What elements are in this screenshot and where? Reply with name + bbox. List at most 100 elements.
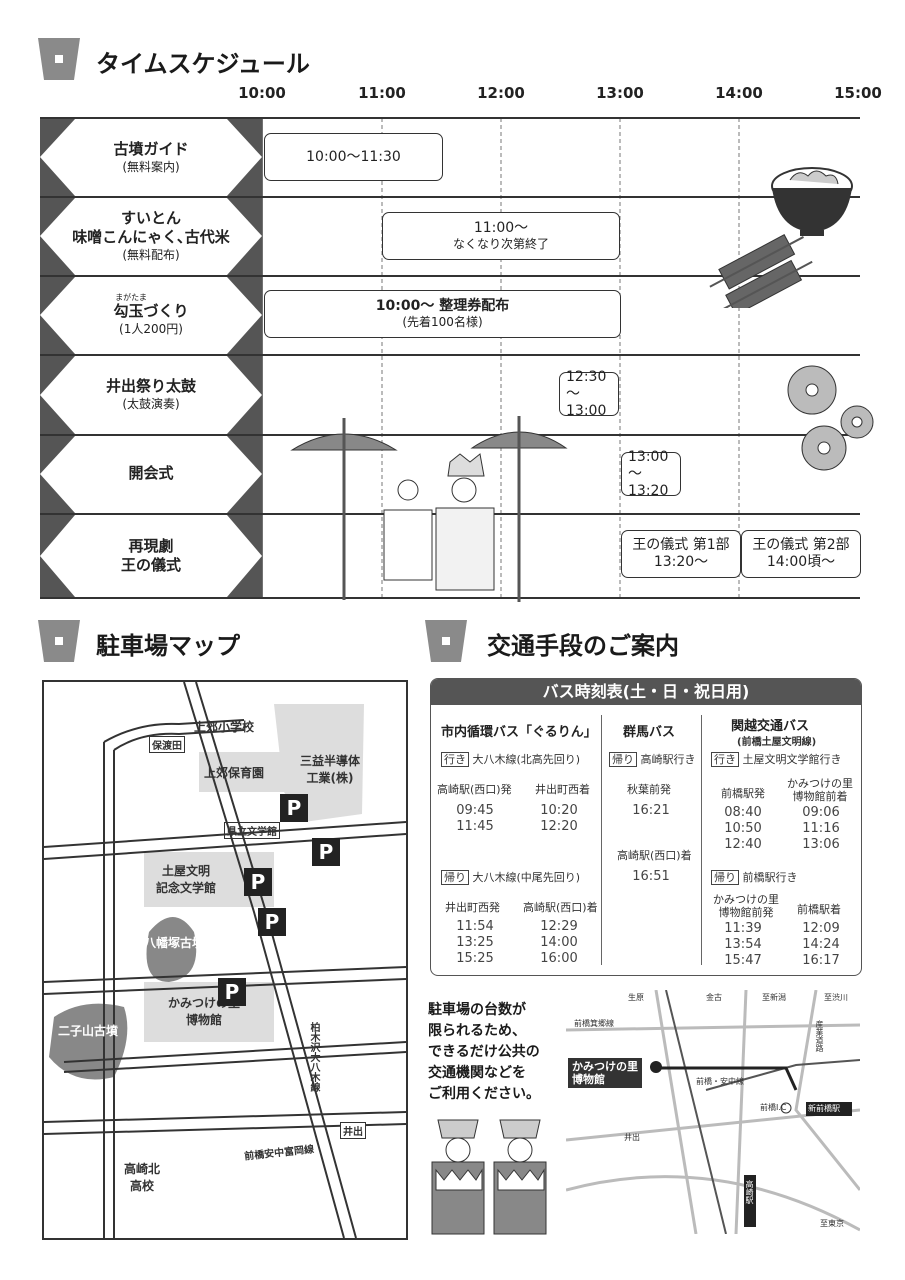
stop-header: 前橋駅発 [721, 787, 765, 800]
parking-spot-2: P [312, 838, 340, 866]
time-bar-suiton: 11:00〜 なくなり次第終了 [382, 212, 620, 260]
minimap-label: 至東京 [820, 1219, 844, 1228]
transport-title: 交通手段のご案内 [487, 632, 679, 660]
bus-name-gunma: 群馬バス [623, 725, 676, 740]
bus-subname: (前橋土屋文明線) [737, 737, 817, 748]
flower-illustration [787, 365, 874, 471]
haniwa-figures-illustration [431, 1119, 547, 1235]
times-list: 09:06 11:16 13:06 [802, 805, 840, 852]
map-label-hachiman: 八幡塚古墳 [144, 936, 205, 950]
time-bar-kofun-guide: 10:00〜11:30 [264, 133, 443, 181]
time-bar-opening: 13:00 〜13:20 [621, 449, 681, 499]
minimap-label: 産業道路 [815, 1020, 824, 1052]
hour-label: 12:00 [477, 84, 525, 102]
time-bar-taiko: 12:30 〜13:00 [559, 369, 619, 419]
times-list: 09:45 11:45 [456, 803, 494, 834]
stop-header: 前橋駅着 [797, 903, 841, 916]
map-label-highschool: 高崎北 高校 [124, 1162, 161, 1193]
hour-label: 11:00 [358, 84, 406, 102]
minimap-museum-label: かみつけの里 博物館 [568, 1058, 642, 1088]
row-label-suiton: すいとん 味噌こんにゃく､古代米 (無料配布) [72, 209, 230, 262]
times-list: 10:20 12:20 [540, 803, 578, 834]
times-list: 12:29 14:00 16:00 [540, 919, 578, 966]
schedule-title: タイムスケジュール [96, 50, 310, 78]
bus-name-kanetsu: 関越交通バス [731, 719, 810, 734]
hour-label: 13:00 [596, 84, 644, 102]
column-divider [601, 715, 602, 965]
minimap-label: 生原 [628, 993, 644, 1002]
map-label-ide: 井出 [340, 1122, 366, 1139]
time-bar-ritual-part2: 王の儀式 第2部 14:00頃〜 [741, 530, 861, 578]
konnyaku-skewer-illustration [709, 234, 813, 308]
stop-header: 秋葉前発 [627, 783, 671, 796]
parking-map-roads [44, 682, 406, 1238]
hour-label: 15:00 [834, 84, 882, 102]
minimap-label: 至渋川 [824, 993, 848, 1002]
direction-2: 帰り 大八木線(中尾先回り) [441, 869, 580, 885]
parking-header: 駐車場マップ [38, 620, 378, 670]
stop-header: かみつけの里 博物館前着 [787, 777, 853, 803]
schedule-header: タイムスケジュール [38, 38, 438, 88]
row-label-kofun-guide: 古墳ガイド (無料案内) [113, 140, 189, 174]
suiton-bowl-illustration [771, 167, 853, 236]
stop-header: 井出町西発 [445, 901, 500, 914]
column-divider [701, 715, 702, 965]
section-marker-icon [38, 38, 80, 80]
time-bar-magatama: 10:00〜 整理券配布 (先着100名様) [264, 290, 621, 338]
area-minimap: かみつけの里 博物館 生原 金古 至新潟 至渋川 前橋箕郷線 産業道路 前橋・安… [566, 990, 860, 1234]
stop-header: 井出町西着 [535, 783, 590, 796]
hour-label: 10:00 [238, 84, 286, 102]
map-label-nursery: 上郊保育園 [204, 766, 265, 780]
row-label-magatama: まがたま 勾玉づくり (1人200円) [113, 293, 189, 336]
direction: 帰り 高崎駅行き [609, 751, 696, 767]
row-label-reenactment: 再現劇 王の儀式 [120, 536, 181, 574]
times-list: 11:39 13:54 15:47 [724, 921, 762, 968]
direction-1: 行き 大八木線(北高先回り) [441, 751, 580, 767]
bus-name-gururin: 市内循環バス「ぐるりん」 [441, 725, 597, 740]
parking-title: 駐車場マップ [96, 632, 240, 660]
parking-spot-3: P [244, 868, 272, 896]
stop-header: かみつけの里 博物館前発 [713, 893, 779, 919]
minimap-label: 金古 [706, 993, 722, 1002]
map-label-school: 上郊小学校 [194, 720, 255, 734]
hour-label: 14:00 [715, 84, 763, 102]
map-label-hotoda: 保渡田 [149, 736, 185, 753]
times-list: 08:40 10:50 12:40 [724, 805, 762, 852]
parking-spot-5: P [218, 978, 246, 1006]
map-label-lit-junction: 県立文学館 [224, 822, 280, 839]
minimap-label: 至新潟 [762, 993, 786, 1002]
haniwa-umbrella-illustration [290, 416, 568, 602]
parking-map: 上郊小学校 保渡田 上郊保育園 三益半導体 工業(株) 県立文学館 土屋文明 記… [42, 680, 408, 1240]
map-label-futago: 二子山古墳 [58, 1024, 119, 1038]
parking-spot-4: P [258, 908, 286, 936]
public-transport-note: 駐車場の台数が 限られるため、 できるだけ公共の 交通機関などを ご利用ください… [428, 1002, 540, 1102]
stop-header: 高崎駅(西口)発 [437, 783, 512, 796]
direction-2: 帰り 前橋駅行き [711, 869, 798, 885]
section-marker-icon [38, 620, 80, 662]
direction-1: 行き 土屋文明文学館行き [711, 751, 842, 767]
bus-timetable-title: バス時刻表(土・日・祝日用) [431, 679, 861, 705]
minimap-label: 前橋・安中線 [696, 1077, 744, 1086]
minimap-label: 井出 [624, 1133, 640, 1142]
minimap-label: 前橋箕郷線 [574, 1019, 614, 1028]
map-label-factory: 三益半導体 工業(株) [300, 754, 361, 785]
time-bar-ritual-part1: 王の儀式 第1部 13:20〜 [621, 530, 741, 578]
stop-header: 高崎駅(西口)着 [523, 901, 598, 914]
row-label-opening: 開会式 [128, 464, 174, 482]
section-marker-icon [425, 620, 467, 662]
bus-timetable: バス時刻表(土・日・祝日用) 市内循環バス「ぐるりん」 行き 大八木線(北高先回… [430, 678, 862, 976]
row-label-taiko: 井出祭り太鼓 (太鼓演奏) [105, 377, 196, 411]
map-label-route: 柏木沢大八木線 [308, 1022, 319, 1092]
minimap-label: 前橋I.C [760, 1103, 787, 1112]
stop-header: 高崎駅(西口)着 [617, 849, 692, 862]
transport-header: 交通手段のご案内 [425, 620, 765, 670]
minimap-label: 高崎駅 [745, 1180, 754, 1204]
times-list: 16:51 [632, 869, 670, 884]
times-list: 12:09 14:24 16:17 [802, 921, 840, 968]
times-list: 11:54 13:25 15:25 [456, 919, 494, 966]
minimap-label: 新前橋駅 [808, 1104, 840, 1113]
parking-spot-1: P [280, 794, 308, 822]
times-list: 16:21 [632, 803, 670, 818]
area-minimap-roads [566, 990, 860, 1234]
map-label-lit-museum: 土屋文明 記念文学館 [156, 864, 217, 895]
